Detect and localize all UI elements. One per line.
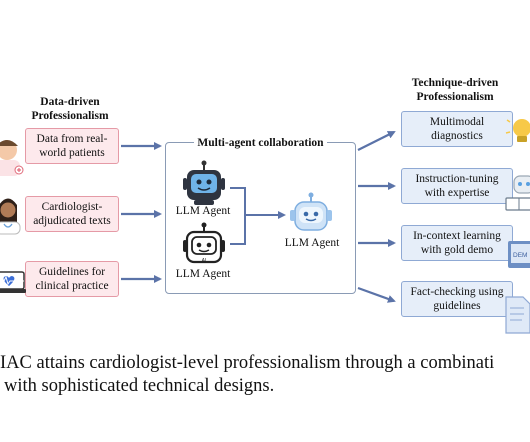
technique-heading-line2: Professionalism xyxy=(416,91,494,103)
box-label-line: diagnostics xyxy=(431,130,483,142)
svg-text:AI: AI xyxy=(202,258,207,264)
box-label-line: guidelines xyxy=(433,300,481,312)
figure-caption: IAC attains cardiologist-level professio… xyxy=(0,352,494,398)
collab-title-text: Multi-agent collaboration xyxy=(194,137,327,149)
robot-blue-icon xyxy=(290,192,332,231)
box-instruction-tuning: Instruction-tuning with expertise xyxy=(401,168,513,204)
svg-text:DEM: DEM xyxy=(513,252,527,259)
arrow-to-multimodal xyxy=(357,131,396,151)
box-label-line: Cardiologist- xyxy=(41,201,103,213)
data-driven-heading-line1: Data-driven xyxy=(40,96,100,108)
lightbulb-icon xyxy=(505,119,530,142)
technique-driven-heading: Technique-driven Professionalism xyxy=(393,76,517,104)
robot-reading-icon xyxy=(505,175,530,211)
doctor-icon xyxy=(0,198,21,235)
llm-agent-label-3: LLM Agent xyxy=(284,237,340,249)
document-icon xyxy=(505,296,530,334)
box-label-line: Guidelines for xyxy=(38,266,106,278)
data-driven-heading: Data-driven Professionalism xyxy=(15,95,125,123)
box-label-line: adjudicated texts xyxy=(33,215,111,227)
box-label-line: Multimodal xyxy=(429,116,485,128)
box-label-line: world patients xyxy=(39,147,105,159)
box-label-line: clinical practice xyxy=(35,280,109,292)
box-in-context-learning: In-context learning with gold demo xyxy=(401,225,513,261)
box-label-line: with expertise xyxy=(424,187,490,199)
robot-dark-icon xyxy=(183,160,225,205)
robot-outline-icon: AI xyxy=(183,222,225,264)
llm-agent-label-2: LLM Agent xyxy=(175,268,231,280)
technique-heading-line1: Technique-driven xyxy=(411,77,499,89)
box-fact-checking: Fact-checking using guidelines xyxy=(401,281,513,317)
box-guidelines: Guidelines for clinical practice xyxy=(25,261,119,297)
box-label-line: Fact-checking using xyxy=(410,286,504,298)
laptop-heart-icon xyxy=(0,271,26,293)
box-multimodal-diagnostics: Multimodal diagnostics xyxy=(401,111,513,147)
box-label-line: In-context learning xyxy=(413,230,501,242)
box-label-line: Data from real- xyxy=(36,133,108,145)
demo-screen-icon: DEM xyxy=(508,241,530,268)
box-label-line: Instruction-tuning xyxy=(415,173,499,185)
patient-icon xyxy=(0,140,24,176)
data-driven-heading-line2: Professionalism xyxy=(31,110,109,122)
box-real-world-patients: Data from real- world patients xyxy=(25,128,119,164)
caption-line-2: with sophisticated technical designs. xyxy=(4,376,275,396)
llm-agent-label-1: LLM Agent xyxy=(175,205,231,217)
box-cardiologist-texts: Cardiologist- adjudicated texts xyxy=(25,196,119,232)
multi-agent-collaboration-title: Multi-agent collaboration xyxy=(165,137,356,149)
connector-agent2-agent3 xyxy=(230,215,246,245)
arrow-to-fact-checking xyxy=(357,286,396,303)
connector-agent1-agent3 xyxy=(230,187,246,215)
box-label-line: with gold demo xyxy=(420,244,494,256)
caption-line-1: IAC attains cardiologist-level professio… xyxy=(0,353,495,373)
